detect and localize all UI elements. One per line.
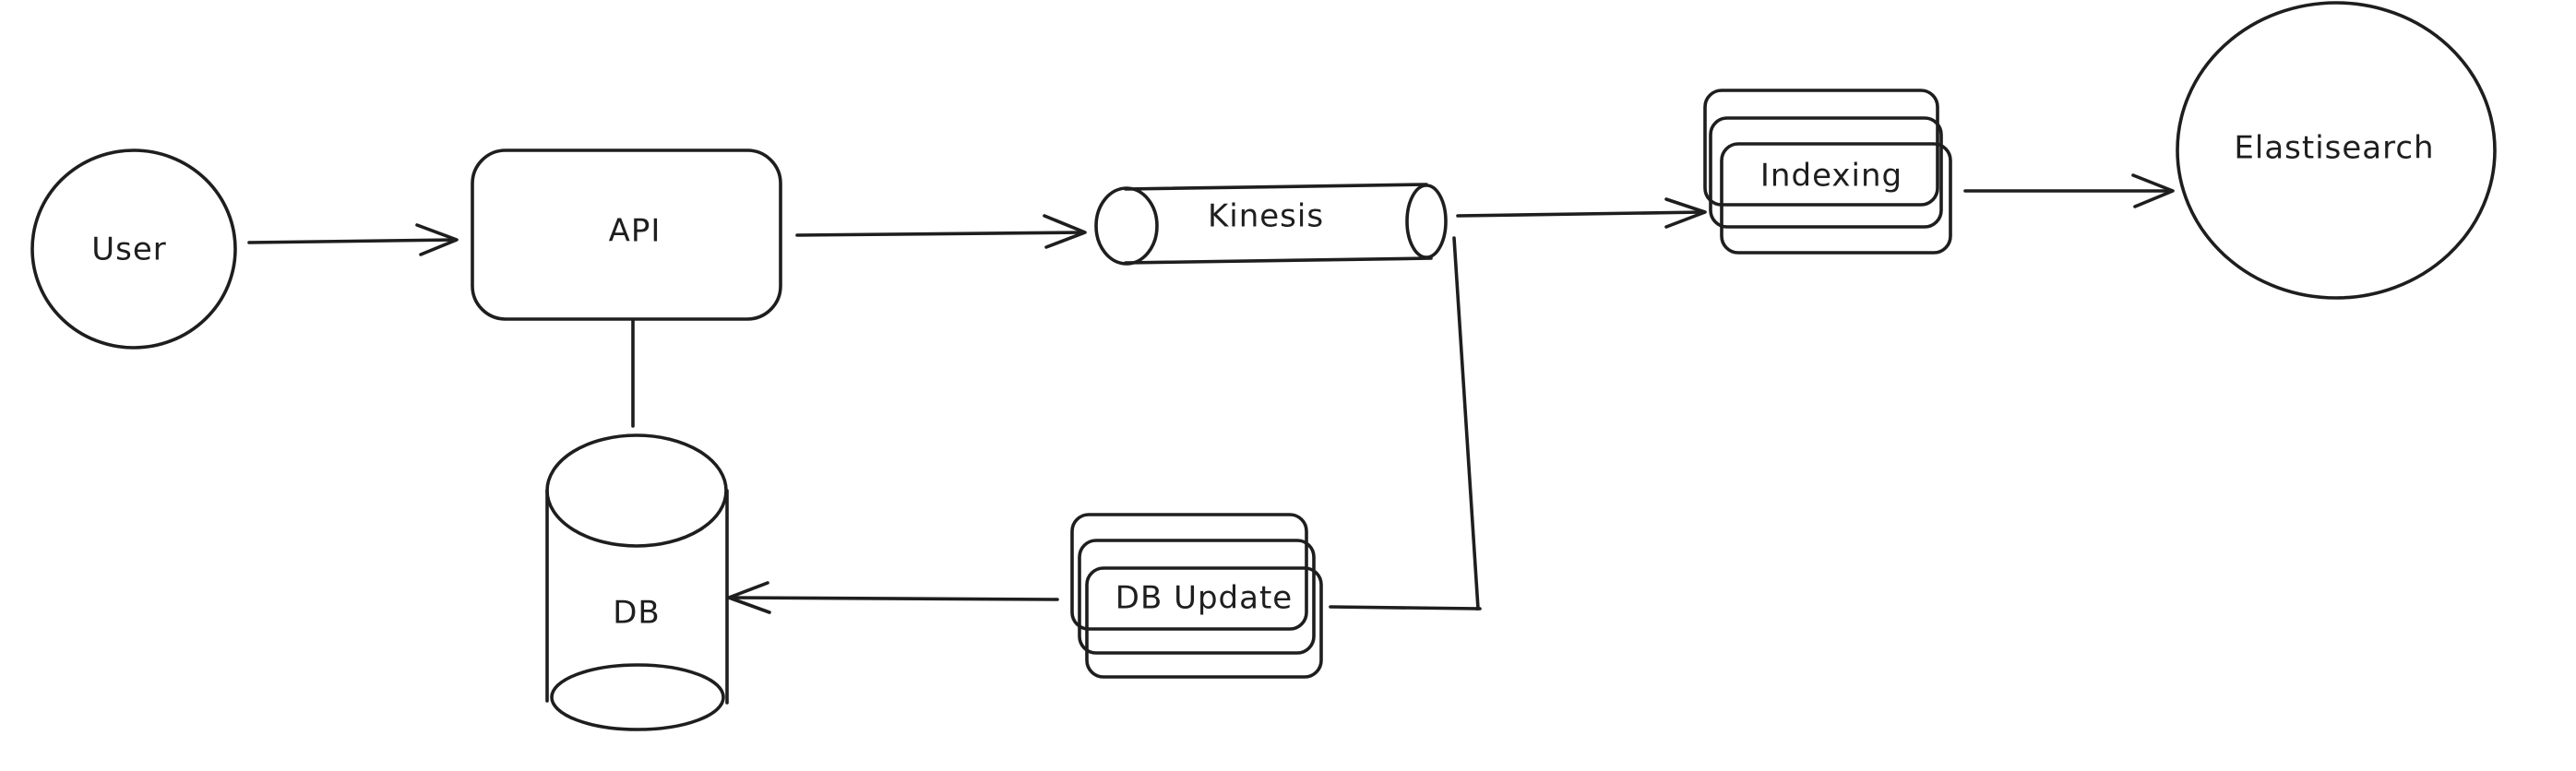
db-update-node[interactable]: DB Update [1070, 513, 1323, 679]
api-node[interactable]: API [471, 148, 782, 321]
arrow-api-to-kinesis [795, 214, 1087, 249]
user-node[interactable]: User [30, 148, 237, 350]
arrow-kinesis-to-indexing [1456, 197, 1707, 229]
indexing-label: Indexing [1760, 158, 1902, 195]
arrow-db-update-to-db [727, 581, 1059, 614]
db-node[interactable]: DB [545, 433, 729, 731]
elasticsearch-label: Elastisearch [2234, 130, 2434, 167]
kinesis-label: Kinesis [1208, 198, 1324, 235]
arrow-user-to-api [247, 223, 459, 256]
kinesis-node[interactable]: Kinesis [1094, 183, 1448, 266]
api-label: API [609, 213, 662, 250]
elasticsearch-node[interactable]: Elastisearch [2176, 1, 2497, 300]
db-update-label: DB Update [1115, 580, 1293, 617]
user-label: User [91, 231, 167, 268]
line-kinesis-to-db-update [1329, 236, 1482, 611]
indexing-node[interactable]: Indexing [1703, 89, 1952, 255]
db-label: DB [613, 595, 661, 632]
arrow-indexing-to-elasticsearch [1963, 173, 2175, 208]
